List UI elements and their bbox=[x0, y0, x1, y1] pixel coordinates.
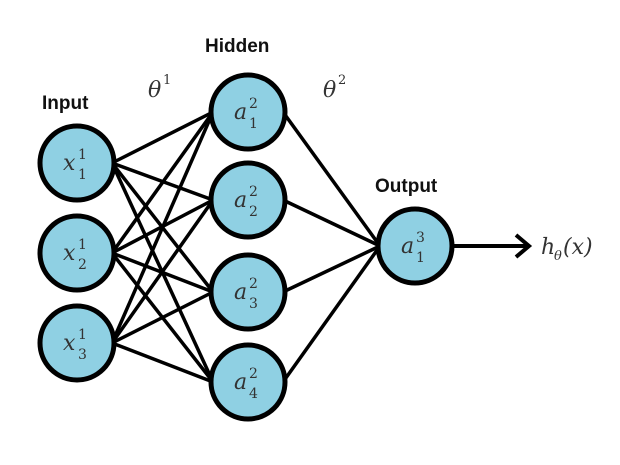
node-superscript: 3 bbox=[416, 230, 425, 246]
node-superscript: 2 bbox=[249, 276, 258, 292]
edge-input2-hidden1 bbox=[110, 110, 215, 255]
node-symbol: a bbox=[234, 188, 247, 213]
node-circle bbox=[208, 72, 288, 152]
svg-text:θ: θ bbox=[148, 78, 161, 103]
edge-hidden3-output1 bbox=[282, 244, 381, 294]
node-symbol: a bbox=[401, 234, 414, 259]
hypothesis-label: h θ (x) bbox=[541, 235, 593, 264]
node-circle bbox=[37, 303, 117, 383]
svg-text:2: 2 bbox=[338, 73, 346, 88]
svg-text:θ: θ bbox=[323, 78, 336, 103]
arrow-head-icon bbox=[514, 233, 533, 259]
edge-hidden2-output1 bbox=[282, 198, 381, 248]
node-circle bbox=[375, 206, 455, 286]
node-symbol: x bbox=[63, 331, 76, 356]
edge-input3-hidden4 bbox=[111, 341, 214, 384]
node-symbol: a bbox=[234, 100, 247, 125]
node-circle bbox=[208, 342, 288, 422]
node-symbol: x bbox=[63, 241, 76, 266]
svg-text:h: h bbox=[541, 235, 555, 260]
output-layer-label: Output bbox=[375, 176, 438, 197]
node-subscript: 1 bbox=[249, 116, 258, 132]
node-subscript: 2 bbox=[78, 257, 87, 273]
input-layer-label: Input bbox=[42, 93, 89, 114]
node-superscript: 1 bbox=[78, 327, 87, 343]
node-superscript: 2 bbox=[249, 96, 258, 112]
node-subscript: 4 bbox=[249, 386, 258, 402]
theta1-label: θ 1 bbox=[148, 73, 171, 103]
edge-input3-hidden3 bbox=[111, 290, 214, 345]
node-circle bbox=[208, 160, 288, 240]
node-superscript: 2 bbox=[249, 184, 258, 200]
edge-hidden1-output1 bbox=[281, 110, 382, 248]
connections bbox=[110, 110, 382, 384]
node-superscript: 1 bbox=[78, 237, 87, 253]
edge-input3-hidden1 bbox=[110, 111, 215, 344]
svg-text:θ: θ bbox=[554, 249, 562, 264]
edge-hidden4-output1 bbox=[281, 244, 382, 384]
svg-text:(x): (x) bbox=[563, 235, 593, 260]
edge-input3-hidden2 bbox=[110, 198, 215, 345]
node-superscript: 2 bbox=[249, 366, 258, 382]
node-subscript: 1 bbox=[416, 250, 425, 266]
node-subscript: 2 bbox=[249, 204, 258, 220]
node-subscript: 3 bbox=[78, 347, 87, 363]
svg-text:1: 1 bbox=[163, 73, 171, 88]
output-arrow bbox=[453, 233, 533, 259]
hidden-layer-label: Hidden bbox=[205, 36, 269, 57]
theta2-label: θ 2 bbox=[323, 73, 346, 103]
node-subscript: 3 bbox=[249, 296, 258, 312]
edge-input1-hidden1 bbox=[111, 110, 214, 165]
node-circle bbox=[208, 252, 288, 332]
node-symbol: x bbox=[63, 151, 76, 176]
node-symbol: a bbox=[234, 280, 247, 305]
node-subscript: 1 bbox=[78, 167, 87, 183]
node-circle bbox=[37, 123, 117, 203]
node-circle bbox=[37, 213, 117, 293]
node-superscript: 1 bbox=[78, 147, 87, 163]
node-symbol: a bbox=[234, 370, 247, 395]
